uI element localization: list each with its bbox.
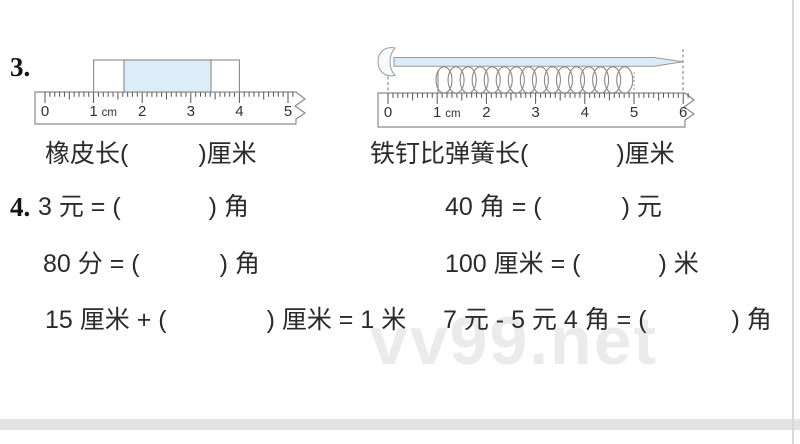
eraser-body: [123, 59, 212, 93]
q4-item-5-suffix: ) 厘米 = 1 米: [266, 306, 407, 334]
ruler-number: 1: [433, 104, 441, 121]
spring-coil: [531, 66, 549, 94]
spring-coil: [435, 66, 453, 94]
q4-item-2-blank: [542, 214, 622, 215]
ruler-unit-label: cm: [102, 107, 117, 119]
spring-coil: [495, 66, 513, 94]
nail-spring-ruler-diagram: 0 1 2 3 4 5 6 cm: [377, 47, 695, 128]
q3-left-caption: 橡皮长( )厘米: [45, 139, 257, 169]
bottom-divider: [0, 419, 800, 430]
ruler-number: 0: [384, 104, 392, 121]
spring-coil: [483, 66, 501, 94]
q4-item-3-suffix: ) 角: [219, 250, 260, 278]
nail-shaft: [393, 57, 684, 67]
q3-right-caption: 铁钉比弹簧长( )厘米: [370, 139, 675, 169]
q3-left-caption-suffix: )厘米: [198, 140, 257, 168]
spring-coil: [580, 66, 598, 94]
ruler-unit-label: cm: [445, 108, 460, 120]
ruler-number: 4: [235, 103, 243, 120]
ruler-number: 1: [89, 103, 97, 120]
spring-coil: [616, 66, 634, 94]
question-3-number: 3.: [10, 52, 31, 82]
right-edge-line: [792, 0, 794, 444]
ruler-number: 2: [482, 104, 490, 121]
spring-coil: [471, 66, 489, 94]
ruler-number: 6: [679, 104, 687, 121]
q4-item-3-prefix: 80 分 = (: [43, 250, 140, 278]
q4-item-6-suffix: ) 角: [731, 306, 772, 334]
q4-item-2-prefix: 40 角 = (: [445, 193, 542, 221]
spring-coil: [447, 66, 465, 94]
ruler-number: 5: [630, 104, 638, 121]
q4-item-2: 40 角 = ( ) 元: [445, 192, 662, 222]
ruler-number: 0: [41, 103, 49, 120]
q3-right-caption-suffix: )厘米: [616, 140, 675, 168]
spring-coils: [435, 66, 635, 94]
ruler-marks: 0 1 2 3 4 5 cm: [41, 92, 294, 120]
q4-item-4-blank: [580, 271, 658, 272]
q4-item-1-blank: [121, 214, 209, 215]
nail-head: [377, 47, 396, 77]
q4-item-5: 15 厘米 + ( ) 厘米 = 1 米: [45, 305, 406, 335]
watermark: vv99.net: [370, 303, 659, 379]
ruler-number: 3: [531, 104, 539, 121]
question-4-number: 4.: [10, 192, 31, 222]
q4-item-5-prefix: 15 厘米 + (: [45, 306, 167, 334]
q3-right-answer-blank: [528, 161, 616, 162]
ruler-marks: 0 1 2 3 4 5 6 cm: [384, 93, 689, 121]
ruler-number: 5: [284, 103, 292, 120]
spring-coil: [543, 66, 561, 94]
q4-item-3-blank: [140, 271, 220, 272]
spring-coil: [555, 66, 574, 94]
q4-item-4-suffix: ) 米: [658, 250, 699, 278]
q4-item-6-prefix: 7 元 - 5 元 4 角 = (: [443, 306, 647, 334]
q4-item-1: 3 元 = ( ) 角: [38, 192, 249, 222]
q4-item-4: 100 厘米 = ( ) 米: [445, 249, 699, 279]
eraser-ruler-diagram: 0 1 2 3 4 5 cm: [34, 59, 306, 125]
ruler-number: 4: [581, 104, 589, 121]
q4-item-6-blank: [647, 327, 732, 328]
spring-coil: [592, 66, 610, 94]
ruler-body: [34, 91, 306, 125]
q4-item-2-suffix: ) 元: [621, 193, 662, 221]
q3-left-caption-prefix: 橡皮长(: [45, 140, 129, 168]
spring-coil: [604, 66, 622, 94]
spring-coil: [519, 66, 537, 94]
q4-item-1-suffix: ) 角: [208, 193, 249, 221]
q3-right-caption-prefix: 铁钉比弹簧长(: [370, 140, 529, 168]
spring-coil: [459, 66, 477, 94]
q4-item-5-blank: [167, 327, 267, 328]
q4-item-1-prefix: 3 元 = (: [38, 193, 121, 221]
q4-item-4-prefix: 100 厘米 = (: [445, 250, 581, 278]
ruler-number: 3: [187, 103, 195, 120]
ruler-number: 2: [138, 103, 146, 120]
q4-item-3: 80 分 = ( ) 角: [43, 249, 260, 279]
spring-coil: [507, 66, 525, 94]
spring-coil: [568, 66, 586, 94]
q3-left-answer-blank: [128, 161, 198, 162]
q4-item-6: 7 元 - 5 元 4 角 = ( ) 角: [443, 305, 772, 335]
